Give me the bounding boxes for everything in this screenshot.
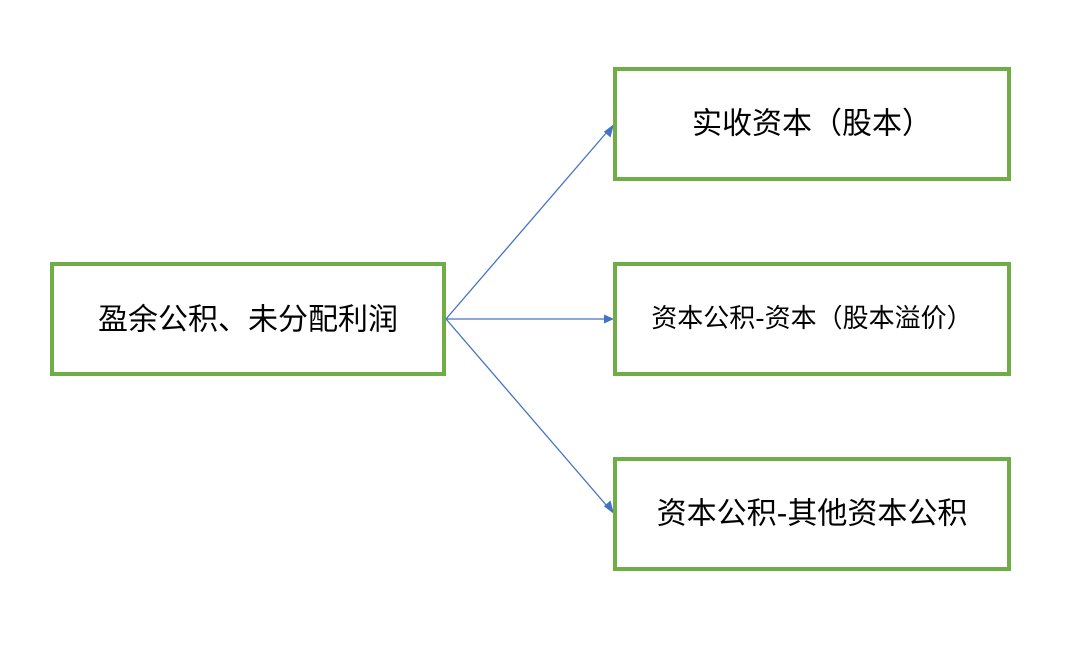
target-node-label: 资本公积-其他资本公积	[657, 497, 968, 532]
arrow-to-other-capital-reserve	[445, 318, 608, 507]
target-node-label: 资本公积-资本（股本溢价）	[651, 304, 972, 334]
target-node-label: 实收资本（股本）	[692, 107, 932, 142]
target-node-other-capital-reserve: 资本公积-其他资本公积	[613, 457, 1011, 571]
arrow-head-other-capital-reserve	[603, 500, 614, 514]
target-node-paid-in-capital: 实收资本（股本）	[613, 67, 1011, 181]
arrow-head-capital-premium	[604, 314, 614, 324]
source-node: 盈余公积、未分配利润	[50, 262, 446, 376]
source-node-label: 盈余公积、未分配利润	[98, 303, 398, 338]
arrow-head-paid-in-capital	[603, 124, 614, 138]
target-node-capital-premium: 资本公积-资本（股本溢价）	[613, 262, 1011, 376]
edges	[445, 124, 614, 514]
arrow-to-paid-in-capital	[445, 131, 608, 320]
